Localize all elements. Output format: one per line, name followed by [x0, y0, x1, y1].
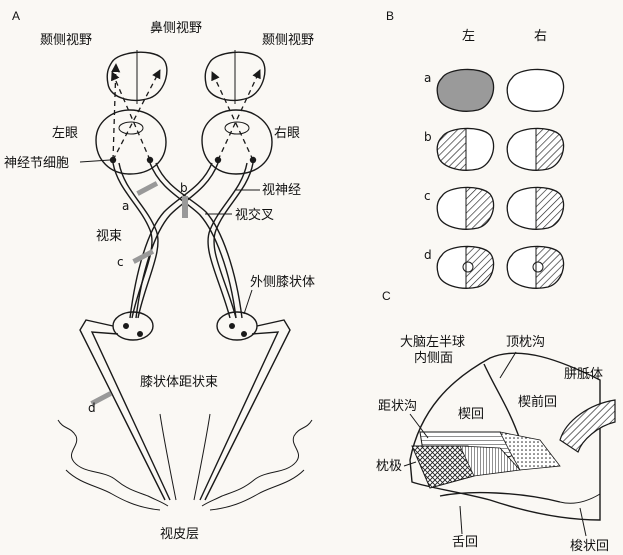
- visual-field-outline: [436, 68, 495, 112]
- left-eye: [95, 109, 167, 175]
- left-visual-field: [106, 50, 168, 104]
- lgn-label: 外侧膝状体: [250, 275, 315, 290]
- occipital-pole-leader: [403, 461, 417, 467]
- lesion-d-bar: [90, 391, 113, 406]
- ganglion-cells-label: 神经节细胞: [4, 156, 69, 171]
- visual-field-outline: [436, 127, 495, 171]
- lesion-b-label: b: [180, 181, 188, 195]
- right-visual-field: [204, 50, 266, 104]
- lesion-a-bar: [136, 181, 159, 196]
- lgn-leader: [243, 289, 253, 315]
- panel-b-letter: B: [386, 9, 394, 23]
- corpus-callosum-label: 胼胝体: [564, 367, 603, 382]
- field-row-label: b: [424, 130, 432, 144]
- panel-a-letter: A: [12, 9, 20, 23]
- field-left-header: 左: [462, 29, 475, 44]
- radiation-label: 膝状体距状束: [140, 375, 218, 390]
- occipital-pole-label: 枕极: [376, 459, 402, 474]
- lesion-c-label: c: [117, 255, 124, 269]
- macular-sparing-mark: [532, 261, 544, 273]
- ganglion-leader: [79, 159, 111, 163]
- parieto-occipital-leader: [499, 351, 517, 379]
- visual-field-defect-grid: a b c d: [424, 68, 565, 289]
- lesion-b-bar: [182, 196, 188, 218]
- calcarine-label: 距状沟: [378, 399, 417, 414]
- precuneus-label: 楔前回: [518, 394, 557, 410]
- left-eye-label: 左眼: [52, 126, 78, 141]
- lesion-c-bar: [132, 249, 155, 264]
- optic-nerve-label: 视神经: [262, 183, 301, 198]
- visual-field-outline: [506, 68, 565, 112]
- optic-chiasm-label: 视交叉: [235, 207, 274, 223]
- visual-field-outline: [436, 186, 495, 230]
- lesion-a-label: a: [122, 199, 129, 213]
- cingulate-label: 梭状回: [570, 538, 609, 554]
- lingual-leader: [459, 505, 463, 535]
- panel-c-letter: C: [382, 289, 391, 303]
- optic-radiations: [79, 319, 291, 501]
- visual-field-outline: [506, 127, 565, 171]
- lingual-label: 舌回: [452, 535, 478, 550]
- lesion-d-label: d: [88, 401, 96, 415]
- visual-cortex: [57, 413, 313, 511]
- macular-sparing-mark: [462, 261, 474, 273]
- right-eye-label: 右眼: [274, 126, 300, 141]
- cingulate-leader: [579, 507, 587, 537]
- visual-field-shape: [507, 69, 564, 112]
- optic-tract-label: 视束: [96, 229, 122, 244]
- medial-label: 内侧面: [414, 350, 453, 366]
- optic-pathway: [112, 162, 254, 319]
- right-lgn: [216, 311, 258, 341]
- field-row-label: d: [424, 248, 432, 262]
- medial-hemisphere-drawing: [409, 352, 616, 521]
- field-right-header: 右: [534, 29, 547, 44]
- field-row-label: c: [424, 189, 431, 203]
- temporal-field-left-label: 颞侧视野: [40, 33, 92, 48]
- calcarine-leader: [409, 413, 429, 439]
- field-row-label: a: [424, 71, 431, 85]
- right-eye: [201, 109, 273, 175]
- visual-field-outline: [506, 186, 565, 230]
- visual-field-outline: [436, 245, 495, 289]
- parieto-occipital-label: 顶枕沟: [506, 335, 545, 350]
- visual-field-outline: [506, 245, 565, 289]
- field-defect-fill: [437, 69, 494, 112]
- field-projection-arrows: [111, 63, 261, 161]
- hemisphere-label: 大脑左半球: [400, 335, 465, 350]
- nasal-field-label: 鼻侧视野: [150, 20, 202, 36]
- temporal-field-right-label: 颞侧视野: [262, 33, 314, 48]
- cuneus-label: 楔回: [458, 407, 484, 422]
- visual-cortex-label: 视皮层: [160, 527, 199, 542]
